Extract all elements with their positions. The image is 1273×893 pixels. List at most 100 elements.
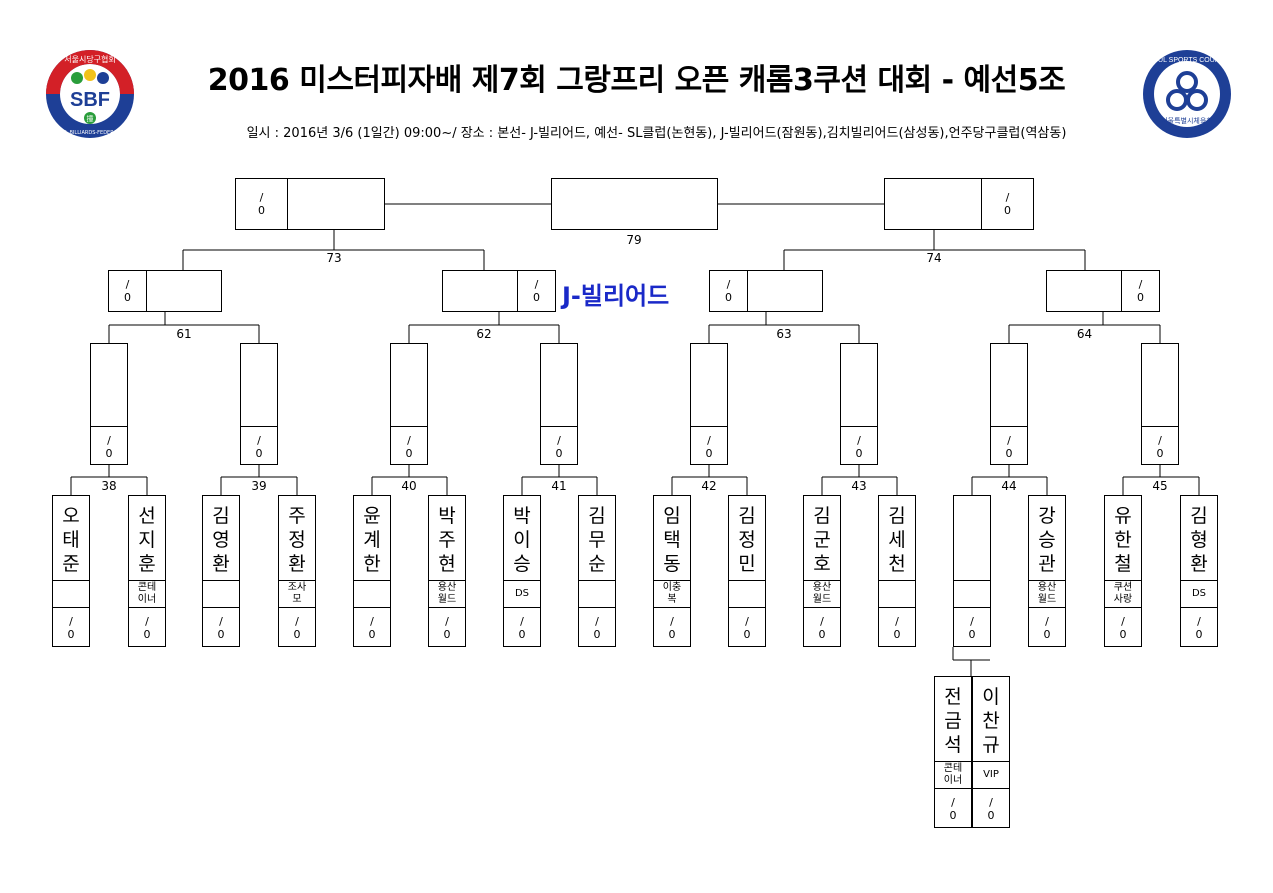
player-club: [203, 580, 239, 608]
player-score: /0: [968, 615, 976, 641]
round3-score: /0: [109, 271, 147, 311]
round3-slot: /0: [442, 270, 556, 312]
round3-slot: /0: [1046, 270, 1160, 312]
round2-slot: /0: [90, 343, 128, 465]
player-score: /0: [818, 615, 826, 641]
round2-score: /0: [241, 426, 277, 466]
round2-score: /0: [391, 426, 427, 466]
svg-text:撞: 撞: [87, 114, 94, 123]
player-name: [954, 496, 990, 580]
player-score: /0: [443, 615, 451, 641]
player-score: /0: [143, 615, 151, 641]
svg-text:SEOUL-BILLIARDS-FEDERATION: SEOUL-BILLIARDS-FEDERATION: [51, 130, 129, 136]
round2-slot: /0: [990, 343, 1028, 465]
match-number: 42: [701, 479, 717, 493]
player-score: /0: [217, 615, 225, 641]
player-club: [53, 580, 89, 608]
sbf-letters: SBF: [70, 89, 110, 111]
player-score: /0: [743, 615, 751, 641]
semifinal-slot: /0: [235, 178, 385, 230]
player-score: /0: [893, 615, 901, 641]
player-score: /0: [67, 615, 75, 641]
svg-text:서울특별시체육회: 서울특별시체육회: [1161, 116, 1213, 125]
round2-slot: /0: [390, 343, 428, 465]
round2-score: /0: [691, 426, 727, 466]
player-club: DS: [504, 580, 540, 608]
player-score: /0: [518, 615, 526, 641]
round2-slot: /0: [540, 343, 578, 465]
player-club: [729, 580, 765, 608]
round3-slot: /0: [108, 270, 222, 312]
round3-score: /0: [1121, 271, 1159, 311]
player-club: [579, 580, 615, 608]
match-number: 74: [926, 251, 942, 265]
match-number: 44: [1001, 479, 1017, 493]
semifinal-score: /0: [981, 179, 1033, 229]
svg-text:서울시당구협회: 서울시당구협회: [64, 54, 116, 64]
round3-score: /0: [710, 271, 748, 311]
player-score: /0: [949, 796, 957, 822]
venue-label: J-빌리어드: [562, 282, 670, 310]
match-number: 41: [551, 479, 567, 493]
player-club: [879, 580, 915, 608]
page-title: 2016 미스터피자배 제7회 그랑프리 오픈 캐롬3쿠션 대회 - 예선5조: [207, 63, 1066, 98]
semifinal-slot: /0: [884, 178, 1034, 230]
round2-slot: /0: [840, 343, 878, 465]
player-score: /0: [368, 615, 376, 641]
match-number: 73: [326, 251, 342, 265]
round3-score: /0: [517, 271, 555, 311]
match-number: 45: [1152, 479, 1168, 493]
seoul-sports-council-logo-icon: SEOUL SPORTS COUNCIL 서울특별시체육회: [1143, 50, 1231, 138]
player-club: VIP: [973, 761, 1009, 789]
player-score: /0: [1043, 615, 1051, 641]
player-score: /0: [1195, 615, 1203, 641]
player-score: /0: [668, 615, 676, 641]
player-card: /0: [953, 495, 991, 647]
round2-score: /0: [91, 426, 127, 466]
round2-slot: /0: [1141, 343, 1179, 465]
player-club: [354, 580, 390, 608]
match-number: 63: [776, 327, 792, 341]
round2-slot: /0: [240, 343, 278, 465]
match-number: 61: [176, 327, 192, 341]
round2-score: /0: [841, 426, 877, 466]
sbf-logo-icon: SBF 撞 서울시당구협회 SEOUL-BILLIARDS-FEDERATION: [46, 50, 134, 138]
svg-text:SEOUL SPORTS COUNCIL: SEOUL SPORTS COUNCIL: [1143, 57, 1231, 64]
player-score: /0: [293, 615, 301, 641]
match-number: 62: [476, 327, 492, 341]
